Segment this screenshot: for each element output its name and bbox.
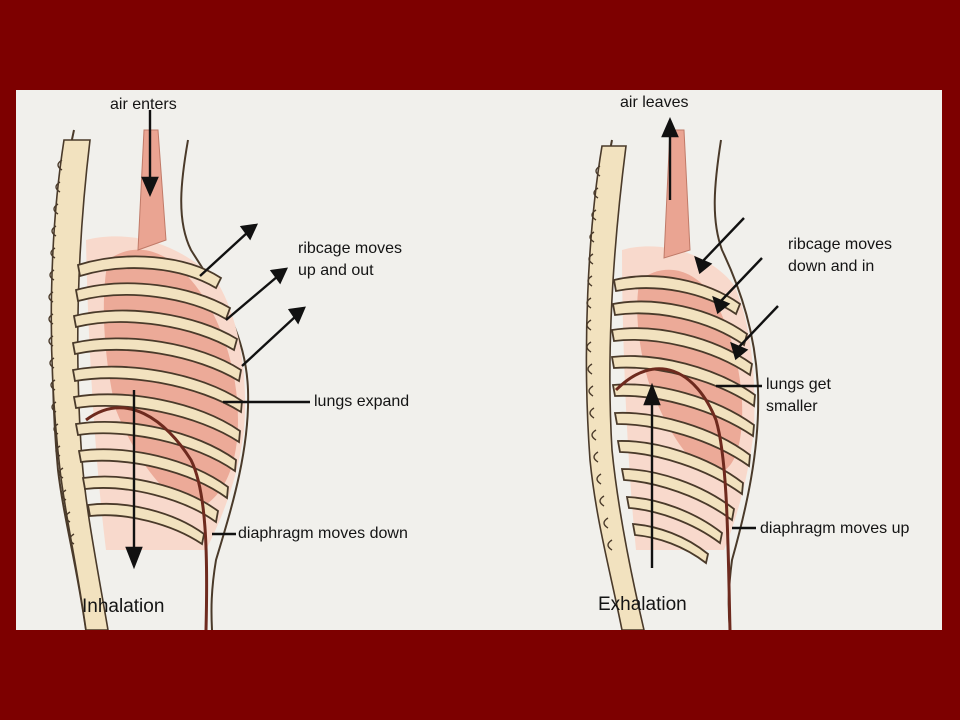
inhalation-lungs-label: lungs expand (314, 393, 410, 410)
inhalation-ribcage-label-line1: ribcage moves (298, 240, 403, 257)
air-enters-arrowhead (141, 176, 159, 197)
inhalation-air-label: air enters (110, 96, 177, 113)
exhalation-air-label: air leaves (620, 94, 689, 111)
inhalation-ribs (71, 255, 243, 546)
inhalation-diaphragm (85, 406, 209, 630)
exhalation-ribcage-label-line1: ribcage moves (788, 236, 893, 253)
exhalation-diaphragm (614, 367, 732, 630)
diagram-drawing (48, 110, 779, 630)
inhalation-torso (48, 129, 250, 630)
breathing-diagram-figure: air enters ribcage moves up and out lung… (16, 90, 942, 630)
exhalation-lungs-label-line1: lungs get (766, 376, 831, 393)
inhalation-front-outline (180, 139, 250, 630)
exhalation-spine (585, 145, 645, 630)
exhalation-torso (585, 129, 760, 630)
inhalation-caption: Inhalation (82, 596, 165, 617)
inhalation-arrows (125, 110, 310, 570)
exhalation-caption: Exhalation (598, 594, 687, 615)
inhalation-ribcage-label-line2: up and out (298, 262, 374, 279)
exhalation-diaphragm-label: diaphragm moves up (760, 520, 910, 537)
inhalation-diaphragm-label: diaphragm moves down (238, 525, 408, 542)
exhalation-ribcage-label-line2: down and in (788, 258, 875, 275)
exhalation-front-outline (713, 139, 760, 630)
exhalation-trachea (663, 129, 691, 259)
exhalation-arrows (643, 117, 779, 568)
exhalation-lungs-label-line2: smaller (766, 398, 818, 415)
